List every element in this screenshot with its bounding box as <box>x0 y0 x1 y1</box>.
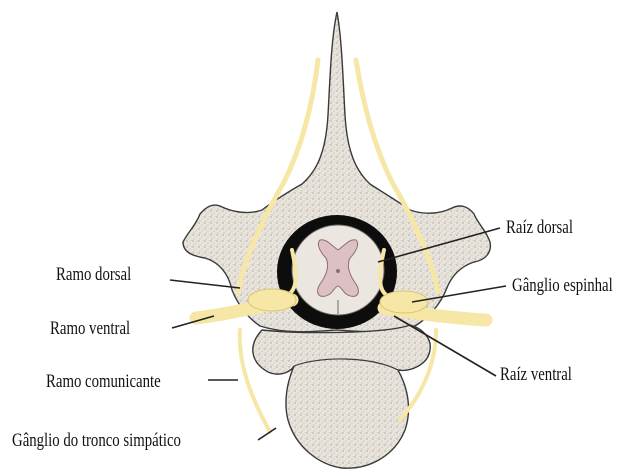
spinal-ganglion-right <box>380 291 428 313</box>
label-ramo-dorsal: Ramo dorsal <box>56 263 131 284</box>
label-ramo-ventral: Ramo ventral <box>50 317 130 338</box>
spinal-ganglion-left <box>248 289 296 311</box>
label-ganglio-espinhal: Gânglio espinhal <box>512 274 613 295</box>
central-canal <box>336 269 340 273</box>
label-raiz-dorsal: Raíz dorsal <box>506 216 573 237</box>
vertebral-body <box>253 325 430 468</box>
label-ganglio-tronco-simpatico: Gânglio do tronco simpático <box>12 429 181 450</box>
label-ramo-comunicante: Ramo comunicante <box>46 370 161 391</box>
label-raiz-ventral: Raíz ventral <box>500 363 572 384</box>
